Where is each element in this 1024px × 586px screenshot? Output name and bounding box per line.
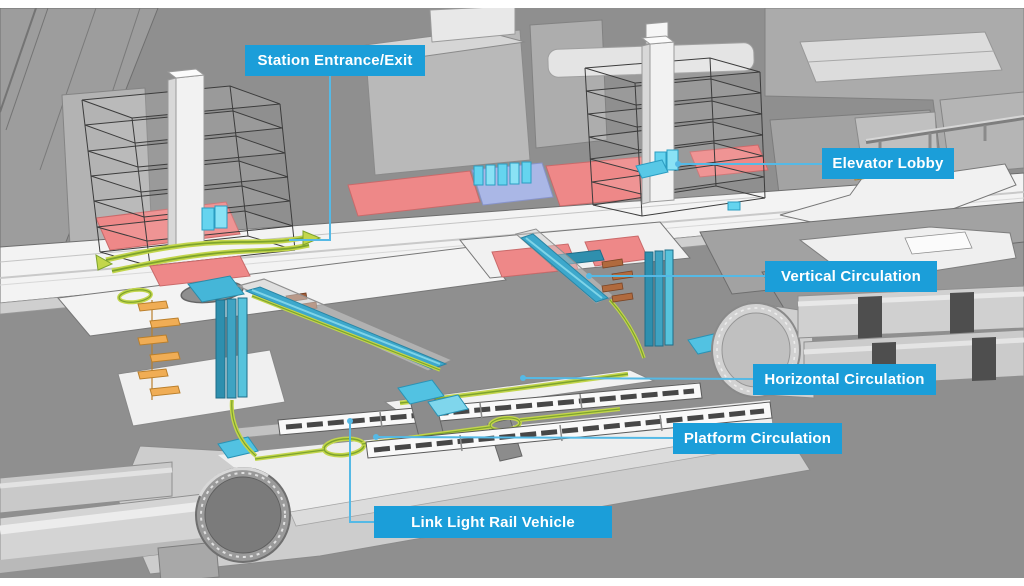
street-cyan-elements	[201, 149, 741, 231]
label-horizontal-circulation: Horizontal Circulation	[753, 364, 936, 395]
link-train-near	[365, 401, 773, 459]
stairs-orange-left	[137, 300, 181, 400]
label-platform-circulation: Platform Circulation	[673, 423, 842, 454]
tunnels-left	[0, 461, 223, 583]
background-buildings	[0, 5, 1024, 258]
tunnel-notch	[157, 541, 220, 583]
tunnel-portal-ring	[195, 467, 291, 563]
stairs-brown-right	[601, 258, 634, 303]
leader-lines	[289, 76, 822, 523]
label-station-entrance-exit: Station Entrance/Exit	[245, 45, 425, 76]
entrance-escalator-right	[635, 159, 669, 179]
leader-horizontal-circulation	[522, 377, 754, 380]
label-elevator-lobby: Elevator Lobby	[822, 148, 954, 179]
leader-station-entrance-exit	[289, 76, 331, 241]
top-margin	[0, 0, 1024, 8]
link-train-far	[277, 382, 703, 436]
elevator-shafts-left	[215, 297, 248, 399]
escalator-tube-main	[236, 278, 454, 372]
escalator-tube-right	[514, 228, 646, 359]
vertical-circulation-elements	[117, 228, 674, 458]
station-entrance-elevators-left	[201, 205, 228, 231]
bottom-margin	[0, 578, 1024, 586]
leader-platform-circulation	[375, 436, 674, 439]
escalator-mezzanine	[187, 275, 245, 303]
plaza-red	[689, 144, 769, 178]
leader-link-light-rail-vehicle	[349, 422, 374, 523]
plaza-red	[347, 170, 481, 217]
cyan-marker	[727, 201, 741, 211]
label-vertical-circulation: Vertical Circulation	[765, 261, 937, 292]
elevator-shafts-right	[644, 249, 674, 347]
mezzanine-level	[57, 221, 691, 337]
building-core-left	[166, 68, 206, 249]
label-link-light-rail-vehicle: Link Light Rail Vehicle	[374, 506, 612, 538]
platform-level	[0, 285, 1024, 583]
fare-gate-kiosks	[473, 161, 532, 186]
